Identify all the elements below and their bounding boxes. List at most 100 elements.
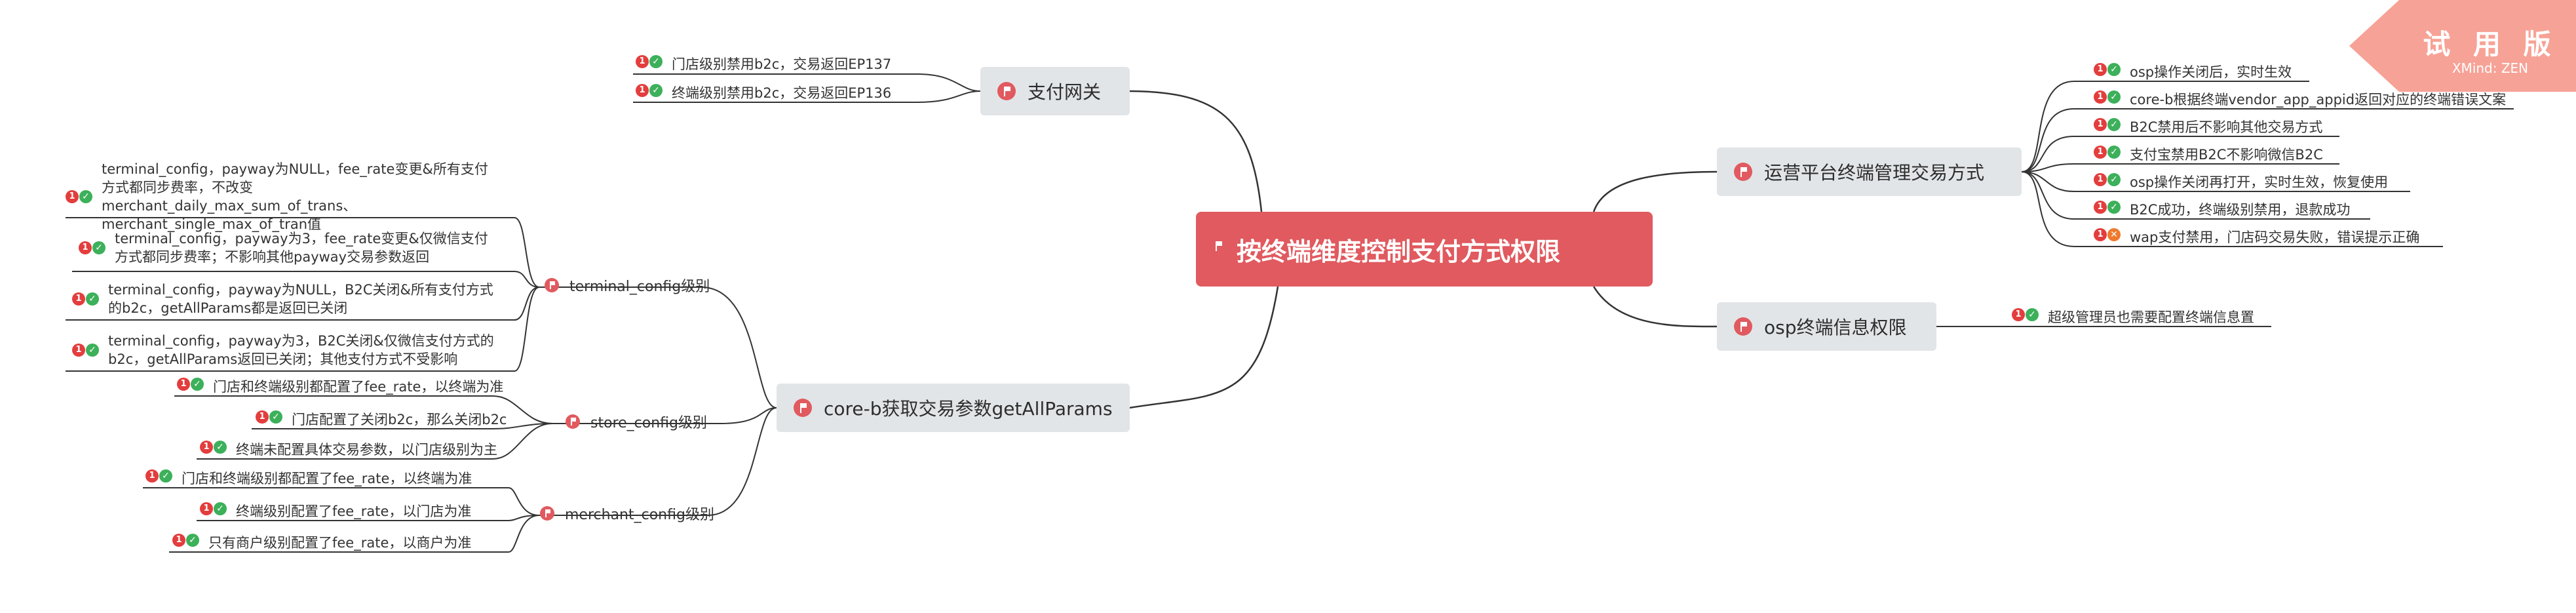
flag-icon	[545, 278, 559, 292]
leaf-item[interactable]: 1✓ B2C禁用后不影响其他交易方式	[2094, 118, 2322, 136]
leaf-text: 门店级别禁用b2c，交易返回EP137	[672, 56, 892, 72]
check-icon: ✓	[2107, 173, 2121, 186]
leaf-text: 只有商户级别配置了fee_rate，以商户为准	[208, 535, 472, 551]
leaf-text: terminal_config，payway为NULL，B2C关闭&所有支付方式…	[108, 282, 493, 316]
leaf-item[interactable]: 1✓ 只有商户级别配置了fee_rate，以商户为准	[172, 534, 471, 552]
leaf-item[interactable]: 1✓ terminal_config，payway为NULL，B2C关闭&所有支…	[72, 281, 511, 317]
leaf-text: 超级管理员也需要配置终端信息置	[2048, 309, 2254, 325]
subtopic-label: merchant_config级别	[565, 507, 714, 523]
topic-label: osp终端信息权限	[1764, 317, 1907, 338]
leaf-text: terminal_config，payway为NULL，fee_rate变更&所…	[102, 161, 488, 232]
check-icon: ✓	[159, 469, 172, 483]
check-icon: ✓	[2026, 308, 2039, 321]
priority-1-icon: 1	[2094, 228, 2107, 241]
check-icon: ✓	[92, 241, 106, 254]
subtopic-terminal-config[interactable]: terminal_config级别	[541, 272, 710, 298]
leaf-item[interactable]: 1✓ terminal_config，payway为NULL，fee_rate变…	[66, 160, 511, 233]
priority-1-icon: 1	[2094, 201, 2107, 214]
leaf-item[interactable]: 1✓ 终端级别配置了fee_rate，以门店为准	[200, 502, 471, 521]
leaf-item[interactable]: 1✓ 终端级别禁用b2c，交易返回EP136	[636, 84, 891, 102]
central-topic-label: 按终端维度控制支付方式权限	[1237, 237, 1561, 266]
leaf-text: 门店和终端级别都配置了fee_rate，以终端为准	[213, 379, 504, 395]
leaf-item[interactable]: 1✓ 支付宝禁用B2C不影响微信B2C	[2094, 146, 2323, 164]
leaf-text: osp操作关闭后，实时生效	[2130, 64, 2292, 80]
leaf-text: B2C禁用后不影响其他交易方式	[2130, 119, 2323, 135]
subtopic-label: terminal_config级别	[569, 279, 710, 295]
priority-1-icon: 1	[2094, 118, 2107, 131]
check-icon: ✓	[649, 55, 663, 68]
priority-1-icon: 1	[2094, 63, 2107, 76]
leaf-text: osp操作关闭再打开，实时生效，恢复使用	[2130, 174, 2389, 190]
priority-1-icon: 1	[636, 55, 649, 68]
leaf-item[interactable]: 1✓ B2C成功，终端级别禁用，退款成功	[2094, 201, 2350, 219]
badge-subtitle: XMind: ZEN	[2451, 60, 2529, 76]
check-icon: ✓	[191, 378, 204, 391]
flag-icon	[1734, 163, 1752, 181]
priority-1-icon: 1	[636, 84, 649, 97]
priority-1-icon: 1	[2094, 173, 2107, 186]
leaf-item[interactable]: 1✕ wap支付禁用，门店码交易失败，错误提示正确	[2094, 228, 2419, 247]
leaf-text: terminal_config，payway为3，fee_rate变更&仅微信支…	[115, 231, 488, 265]
leaf-item[interactable]: 1✓ osp操作关闭后，实时生效	[2094, 63, 2292, 81]
leaf-text: 终端未配置具体交易参数，以门店级别为主	[236, 442, 497, 458]
priority-1-icon: 1	[72, 292, 85, 306]
check-icon: ✓	[269, 410, 282, 424]
check-icon: ✓	[2107, 90, 2121, 104]
flag-icon	[540, 506, 554, 521]
check-icon: ✓	[86, 344, 99, 357]
subtopic-label: store_config级别	[590, 415, 707, 431]
leaf-text: 门店配置了关闭b2c，那么关闭b2c	[292, 412, 507, 427]
leaf-item[interactable]: 1✓ osp操作关闭再打开，实时生效，恢复使用	[2094, 173, 2388, 191]
leaf-item[interactable]: 1✓ core-b根据终端vendor_app_appid返回对应的终端错误文案	[2094, 90, 2506, 109]
priority-1-icon: 1	[2094, 146, 2107, 159]
central-topic[interactable]: 按终端维度控制支付方式权限	[1196, 212, 1653, 287]
leaf-text: 终端级别配置了fee_rate，以门店为准	[236, 504, 472, 519]
topic-osp-info[interactable]: osp终端信息权限	[1717, 302, 1936, 351]
flag-icon	[794, 399, 812, 417]
priority-1-icon: 1	[200, 502, 213, 515]
leaf-item[interactable]: 1✓ 门店配置了关闭b2c，那么关闭b2c	[256, 410, 507, 429]
flag-icon	[1734, 317, 1752, 336]
leaf-item[interactable]: 1✓ 门店级别禁用b2c，交易返回EP137	[636, 55, 891, 73]
topic-core-b[interactable]: core-b获取交易参数getAllParams	[777, 384, 1130, 432]
topic-payment-gateway[interactable]: 支付网关	[980, 67, 1130, 115]
check-icon: ✓	[186, 534, 199, 547]
subtopic-store-config[interactable]: store_config级别	[562, 408, 707, 435]
check-icon: ✓	[2107, 63, 2121, 76]
priority-1-icon: 1	[145, 469, 159, 483]
leaf-text: wap支付禁用，门店码交易失败，错误提示正确	[2130, 229, 2420, 245]
priority-1-icon: 1	[177, 378, 190, 391]
check-icon: ✓	[649, 84, 663, 97]
flag-icon	[566, 414, 580, 429]
flag-icon	[1209, 237, 1227, 255]
leaf-item[interactable]: 1✓ 终端未配置具体交易参数，以门店级别为主	[200, 441, 497, 459]
check-icon: ✓	[86, 292, 99, 306]
badge-title: 试 用 版	[2423, 28, 2558, 60]
check-icon: ✓	[79, 190, 92, 203]
priority-1-icon: 1	[2012, 308, 2025, 321]
trial-version-badge: 试 用 版 XMind: ZEN	[2349, 0, 2576, 92]
leaf-text: 终端级别禁用b2c，交易返回EP136	[672, 85, 892, 101]
priority-1-icon: 1	[2094, 90, 2107, 104]
priority-1-icon: 1	[79, 241, 92, 254]
priority-1-icon: 1	[200, 441, 213, 454]
leaf-item[interactable]: 1✓ 超级管理员也需要配置终端信息置	[2012, 308, 2254, 326]
leaf-item[interactable]: 1✓ terminal_config，payway为3，B2C关闭&仅微信支付方…	[72, 332, 511, 368]
leaf-text: B2C成功，终端级别禁用，退款成功	[2130, 202, 2351, 218]
leaf-item[interactable]: 1✓ terminal_config，payway为3，fee_rate变更&仅…	[79, 229, 511, 266]
topic-label: core-b获取交易参数getAllParams	[824, 398, 1113, 420]
leaf-item[interactable]: 1✓ 门店和终端级别都配置了fee_rate，以终端为准	[145, 469, 472, 488]
priority-1-icon: 1	[172, 534, 185, 547]
topic-ops-platform[interactable]: 运营平台终端管理交易方式	[1717, 148, 2022, 196]
leaf-text: 门店和终端级别都配置了fee_rate，以终端为准	[182, 471, 472, 486]
priority-1-icon: 1	[66, 190, 79, 203]
leaf-text: terminal_config，payway为3，B2C关闭&仅微信支付方式的b…	[108, 333, 494, 367]
cross-icon: ✕	[2107, 228, 2121, 241]
leaf-item[interactable]: 1✓ 门店和终端级别都配置了fee_rate，以终端为准	[177, 378, 503, 396]
topic-label: 运营平台终端管理交易方式	[1764, 162, 1985, 184]
check-icon: ✓	[214, 441, 227, 454]
priority-1-icon: 1	[72, 344, 85, 357]
subtopic-merchant-config[interactable]: merchant_config级别	[536, 500, 714, 526]
priority-1-icon: 1	[256, 410, 269, 424]
